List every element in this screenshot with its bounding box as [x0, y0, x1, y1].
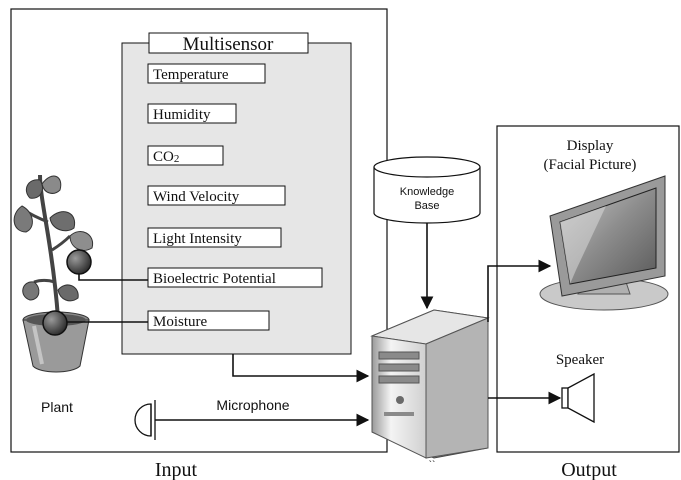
- speaker-label: Speaker: [556, 352, 604, 368]
- knowledge-base-cylinder: [373, 156, 481, 224]
- microphone-label: Microphone: [216, 397, 289, 413]
- sensor-label: Temperature: [153, 67, 229, 83]
- bioelectric-electrode: [66, 249, 92, 275]
- plant-label: Plant: [41, 399, 73, 415]
- sensor-label: Wind Velocity: [153, 189, 240, 205]
- knowledge-base-line1: Knowledge: [400, 186, 454, 198]
- sensor-light-intensity: Light Intensity: [147, 227, 282, 248]
- computer-to-display-arrow: [487, 259, 552, 322]
- sensor-bioelectric-potential: Bioelectric Potential: [147, 267, 323, 288]
- sensor-label: Moisture: [153, 314, 208, 330]
- multisensor-to-computer-arrow: [232, 354, 370, 383]
- sensor-humidity: Humidity: [147, 103, 237, 124]
- display-label-line1: Display: [567, 138, 614, 154]
- computer-icon: [370, 309, 490, 459]
- sensor-wind-velocity: Wind Velocity: [147, 185, 286, 206]
- computer-caption: ``: [429, 459, 436, 471]
- sensor-co2: CO2: [147, 145, 224, 166]
- co2-subscript: 2: [174, 153, 180, 165]
- sensor-label: Light Intensity: [153, 231, 242, 247]
- sensor-label: CO2: [153, 149, 179, 165]
- monitor-icon: [539, 175, 669, 311]
- knowledge-base-line2: Base: [414, 200, 439, 212]
- plant-illustration: [13, 174, 94, 373]
- multisensor-title-box: [148, 32, 309, 54]
- sensor-label: Bioelectric Potential: [153, 271, 276, 287]
- multisensor-title: Multisensor: [183, 34, 274, 55]
- microphone-icon: [134, 400, 156, 440]
- bioelectric-wire: [78, 274, 148, 281]
- co2-main: CO: [153, 149, 174, 165]
- moisture-electrode: [42, 310, 68, 336]
- sensor-temperature: Temperature: [147, 63, 266, 84]
- display-label-line2: (Facial Picture): [544, 157, 637, 173]
- sensor-label: Humidity: [153, 107, 211, 123]
- output-section-label: Output: [561, 459, 617, 480]
- input-section-label: Input: [155, 459, 198, 480]
- sensor-moisture: Moisture: [147, 310, 270, 331]
- speaker-icon: [561, 372, 595, 424]
